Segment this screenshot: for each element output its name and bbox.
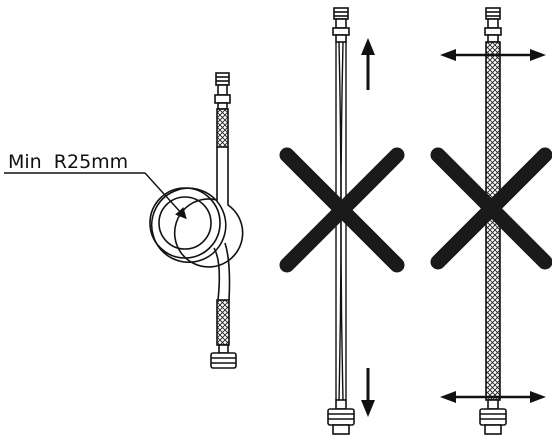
hose-lower xyxy=(213,242,231,301)
arrow-up-icon xyxy=(361,38,375,90)
hose-loop-inner xyxy=(151,187,227,264)
cross-icon xyxy=(279,147,405,273)
arrow-down-icon xyxy=(361,368,375,417)
braided-section-top xyxy=(216,108,229,148)
panel-bend-radius: Min R25mm xyxy=(4,72,244,369)
braided-section-bottom xyxy=(216,299,230,346)
top-fitting xyxy=(484,7,502,43)
double-arrow-bottom-icon xyxy=(440,391,546,403)
bend-circle-outer xyxy=(149,187,221,259)
top-fitting xyxy=(214,72,231,110)
bottom-nut xyxy=(210,344,237,369)
radius-leader xyxy=(4,172,187,220)
bend-circle-inner xyxy=(158,196,212,250)
panel-no-twist xyxy=(430,7,552,435)
panel-no-stretch xyxy=(279,7,405,435)
double-arrow-top-icon xyxy=(440,49,546,61)
min-radius-label: Min R25mm xyxy=(8,151,128,173)
top-fitting xyxy=(332,7,350,43)
bottom-nut xyxy=(479,399,507,435)
cross-icon xyxy=(430,147,552,270)
hose-loop xyxy=(173,147,244,268)
bottom-nut xyxy=(327,399,355,435)
